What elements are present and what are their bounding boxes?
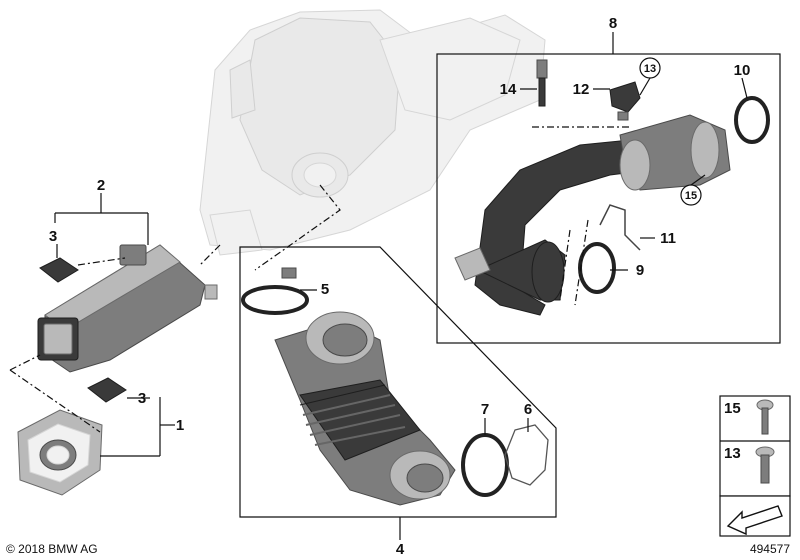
callout-4: 4 [396,541,405,558]
view-indicator [719,495,791,537]
callout-14: 14 [500,81,517,98]
callout-11: 11 [660,230,676,247]
charge-air-duct-part-8 [454,114,731,316]
callout-5: 5 [321,281,329,298]
callout-1: 1 [176,417,184,434]
copyright-text: © 2018 BMW AG [6,542,98,556]
small-parts-legend: 15 13 [719,395,791,497]
callout-12: 12 [573,81,590,98]
callout-circle-13 [639,57,661,79]
callout-8: 8 [609,15,617,32]
callout-3-lower: 3 [138,390,146,407]
air-filter-housing-ghost [199,9,546,256]
vent-line-part-11 [599,204,641,251]
assembly-lines [9,126,630,433]
seal-part-3-lower [87,377,127,403]
o-ring-part-7 [461,433,509,497]
callout-15: 15 [685,190,697,202]
temperature-sensor-part-14 [536,59,548,107]
pressure-sensor-part-12 [609,81,641,121]
seal-part-3-upper [39,257,79,283]
intake-hose-part-4 [274,311,456,506]
callout-13: 13 [644,63,656,75]
o-ring-part-9 [578,242,616,294]
group-frame-part-8 [436,53,781,344]
group-frame-part-4 [239,246,557,518]
direction-arrow-icon [726,505,783,536]
callout-2: 2 [97,177,105,194]
leader-lines [54,32,748,540]
bolt-15-icon [756,399,774,435]
callout-circle-15 [680,184,702,206]
spring-clip-part-6 [504,424,549,486]
legend-bolt-15-label: 15 [724,400,741,417]
diagram-number: 494577 [750,542,790,556]
intake-duct-part-2 [37,244,218,373]
hose-clamp-part-5 [241,267,309,315]
o-ring-part-10 [734,96,770,144]
bracket-part-1 [17,409,103,496]
callout-9: 9 [636,262,644,279]
callout-3-upper: 3 [49,228,57,245]
bolt-13-icon [755,446,775,484]
legend-bolt-13-label: 13 [724,445,741,462]
callout-6: 6 [524,401,532,418]
callout-7: 7 [481,401,489,418]
callout-10: 10 [734,62,751,79]
